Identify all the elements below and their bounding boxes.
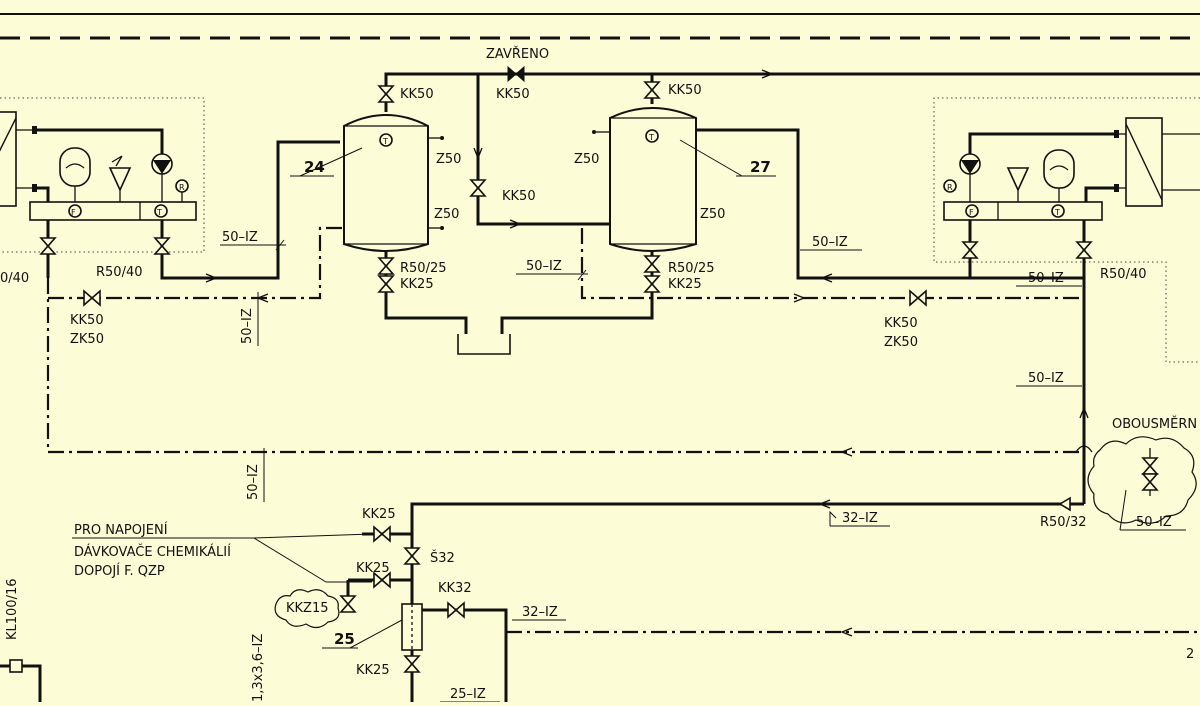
label-25iz: 25–IZ [450, 687, 486, 702]
closed-valve[interactable] [507, 66, 525, 82]
right-heat-exchanger [1125, 117, 1163, 207]
label-kk50-closed: KK50 [496, 87, 530, 102]
label-zk50-left: ZK50 [70, 332, 104, 347]
svg-text:F: F [969, 208, 974, 217]
label-kk25-t27: KK25 [668, 277, 702, 292]
svg-text:R: R [179, 183, 185, 192]
label-bidirectional: OBOUSMĚRN [1112, 416, 1197, 432]
drain-funnel [457, 334, 511, 355]
bidirectional-valve-b[interactable] [1142, 473, 1158, 491]
label-tank-27: 27 [750, 158, 771, 176]
kk25-bottom-valve[interactable] [404, 655, 420, 673]
label-zk50-right: ZK50 [884, 335, 918, 350]
lower-supply-line [410, 502, 1084, 702]
label-kk25-bottom: KK25 [356, 663, 390, 678]
left-manifold [29, 201, 197, 221]
label-z50-t27a: Z50 [574, 152, 599, 167]
label-kkz15: KKZ15 [286, 601, 329, 616]
bidirectional-valve-a[interactable] [1142, 457, 1158, 475]
label-kk25-upper: KK25 [362, 507, 396, 522]
label-32iz-b: 32–IZ [522, 605, 558, 620]
label-50iz-c: 50–IZ [246, 464, 261, 500]
note-line-2: DÁVKOVAČE CHEMIKÁLIÍ [74, 544, 231, 560]
label-kk50-t27: KK50 [668, 83, 702, 98]
label-kk50-left: KK50 [70, 313, 104, 328]
right-unit-boundary [933, 97, 1200, 363]
kkz15-cloud [274, 589, 340, 629]
left-kk50-valve[interactable] [83, 290, 101, 306]
left-heat-exchanger [0, 111, 17, 207]
label-tank-24: 24 [304, 158, 325, 176]
label-50iz-e: 50–IZ [812, 235, 848, 250]
label-r5025-t24: R50/25 [400, 261, 447, 276]
svg-text:F: F [71, 208, 76, 217]
right-kk50-valve[interactable] [909, 290, 927, 306]
label-s32: Š32 [430, 550, 455, 566]
t24-bottom-valve-b[interactable] [378, 275, 394, 293]
left-unit-boundary [0, 97, 205, 253]
svg-text:T: T [156, 208, 162, 217]
label-50iz-b: 50–IZ [240, 308, 255, 344]
label-kk25-t24: KK25 [400, 277, 434, 292]
left-r5040-valve[interactable] [154, 237, 170, 255]
label-r5032: R50/32 [1040, 515, 1087, 530]
svg-text:T: T [382, 137, 388, 146]
label-r5040-left: R50/40 [96, 265, 143, 280]
label-edge-cut: 2 [1186, 647, 1194, 662]
label-r5040-cut: 0/40 [0, 271, 29, 286]
left-safety-valve [108, 167, 132, 192]
note-line-3: DOPOJÍ F. QZP [74, 563, 165, 579]
right-return-valve[interactable] [962, 241, 978, 259]
right-iz-line [580, 228, 1084, 300]
main-return-line [46, 278, 1084, 454]
svg-text:T: T [648, 133, 654, 142]
left-iz-line [48, 226, 344, 300]
label-kl: KL100/16 [5, 578, 20, 640]
label-z50-t24b: Z50 [434, 207, 459, 222]
right-r5040-valve[interactable] [1076, 241, 1092, 259]
right-safety-valve [1006, 167, 1030, 192]
label-z50-t24a: Z50 [436, 152, 461, 167]
label-pipe-cut: 1,3x3,6–IZ [251, 634, 266, 702]
bidirectional-cloud [1087, 436, 1197, 524]
left-expansion-vessel [59, 147, 91, 187]
label-kk50-t24: KK50 [400, 87, 434, 102]
label-kk25-lower: KK25 [356, 561, 390, 576]
label-kk50-right: KK50 [884, 316, 918, 331]
label-50iz-g: 50–IZ [1028, 371, 1064, 386]
label-r5025-t27: R50/25 [668, 261, 715, 276]
left-return-valve[interactable] [40, 237, 56, 255]
label-50iz-f: 50–IZ [1028, 271, 1064, 286]
kkz15-valve[interactable] [340, 595, 356, 613]
label-kk32: KK32 [438, 581, 472, 596]
t27-bottom-valve-a[interactable] [644, 255, 660, 273]
t24-bottom-valve-a[interactable] [378, 257, 394, 275]
kk32-valve[interactable] [447, 602, 465, 618]
t27-top-valve[interactable] [644, 81, 660, 99]
label-50iz-a: 50–IZ [222, 230, 258, 245]
label-z50-t27b: Z50 [700, 207, 725, 222]
kk25-upper-valve[interactable] [373, 526, 391, 542]
label-kk50-bypass: KK50 [502, 189, 536, 204]
label-50iz-h: 50–IZ [1136, 515, 1172, 530]
kl-fitting [9, 659, 23, 673]
s32-valve[interactable] [404, 547, 420, 565]
note-line-1: PRO NAPOJENÍ [74, 522, 168, 538]
svg-text:T: T [1054, 208, 1060, 217]
label-50iz-d: 50–IZ [526, 259, 562, 274]
t27-bottom-valve-b[interactable] [644, 275, 660, 293]
label-closed: ZAVŘENO [486, 46, 549, 62]
label-32iz-a: 32–IZ [842, 511, 878, 526]
label-r5040-right: R50/40 [1100, 267, 1147, 282]
svg-text:R: R [947, 183, 953, 192]
t24-top-valve[interactable] [378, 85, 394, 103]
bypass-kk50-valve[interactable] [470, 179, 486, 197]
right-expansion-vessel [1043, 149, 1075, 189]
label-item-25: 25 [334, 630, 355, 648]
